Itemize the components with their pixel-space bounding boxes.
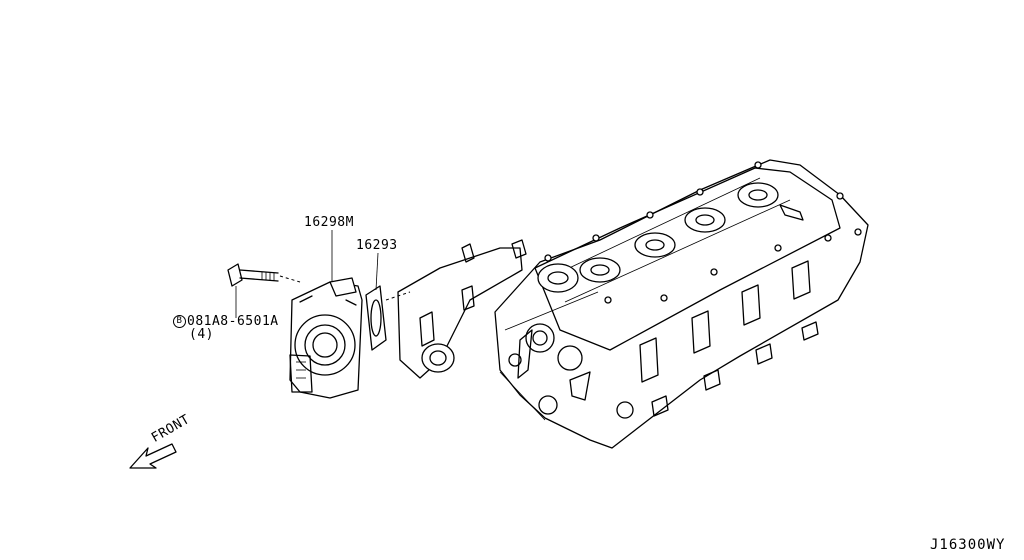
throttle-gasket — [365, 285, 387, 351]
leader-lines — [235, 230, 411, 318]
plug-wells — [537, 182, 779, 293]
front-arrow — [129, 443, 177, 469]
head-end-face — [499, 291, 634, 421]
callout-throttle-body: 16298M — [304, 215, 354, 230]
intake-ports — [639, 260, 819, 417]
callout-gasket: 16293 — [356, 238, 398, 253]
cylinder-head — [494, 159, 869, 449]
throttle-body — [289, 277, 363, 399]
callout-bolt-quantity: (4) — [189, 327, 214, 342]
cover-bolts — [544, 161, 862, 304]
bolt-circle-marker: B — [173, 315, 186, 328]
mounting-bolt — [227, 263, 279, 287]
diagram-code: J16300WY — [930, 537, 1006, 553]
bolt-part-number: 081A8-6501A — [187, 314, 279, 329]
intake-flange — [397, 239, 527, 379]
